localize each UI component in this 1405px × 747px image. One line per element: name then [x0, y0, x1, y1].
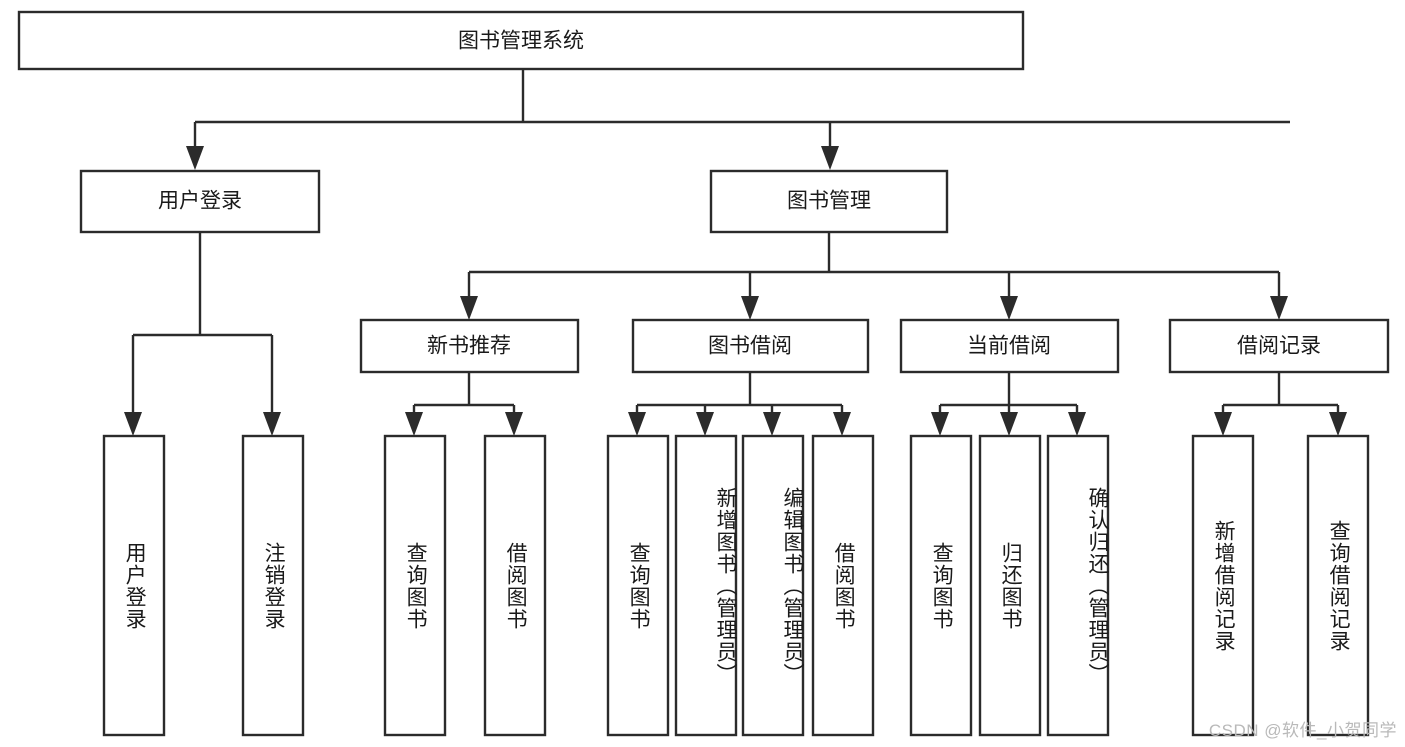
leaf-rect-11[interactable]	[1191, 434, 1255, 737]
connector-user-login-to-leaves	[124, 232, 281, 436]
leaf-rect-1[interactable]	[241, 434, 305, 737]
connector-book-mgmt-to-level3	[460, 232, 1288, 320]
node-current-borrow[interactable]: 当前借阅	[899, 318, 1120, 374]
leaf-rect-9[interactable]	[978, 434, 1042, 737]
node-book-borrow-label: 图书借阅	[708, 335, 792, 358]
leaf-rect-5[interactable]	[674, 434, 738, 737]
connector-new-book-rec-to-leaves	[405, 372, 523, 436]
leaf-rect-10[interactable]	[1046, 434, 1110, 737]
leaf-rect-3[interactable]	[483, 434, 547, 737]
leaf-rect-12[interactable]	[1306, 434, 1370, 737]
connector-root-to-level2	[186, 69, 1290, 170]
node-borrow-record[interactable]: 借阅记录	[1168, 318, 1390, 374]
node-root[interactable]: 图书管理系统	[17, 10, 1025, 71]
node-new-book-recommend-label: 新书推荐	[427, 335, 511, 358]
leaf-rect-7[interactable]	[811, 434, 875, 737]
leaf-rect-8[interactable]	[909, 434, 973, 737]
leaf-rects	[102, 434, 1370, 737]
connector-current-borrow-to-leaves	[931, 372, 1086, 436]
node-current-borrow-label: 当前借阅	[967, 335, 1051, 358]
node-new-book-recommend[interactable]: 新书推荐	[359, 318, 580, 374]
leaf-rect-2[interactable]	[383, 434, 447, 737]
node-book-management[interactable]: 图书管理	[709, 169, 949, 234]
leaf-rect-4[interactable]	[606, 434, 670, 737]
node-root-label: 图书管理系统	[458, 30, 584, 53]
leaf-rect-0[interactable]	[102, 434, 166, 737]
node-user-login[interactable]: 用户登录	[79, 169, 321, 234]
connector-borrow-record-to-leaves	[1214, 372, 1347, 436]
node-borrow-record-label: 借阅记录	[1237, 335, 1321, 358]
node-user-login-label: 用户登录	[158, 190, 242, 213]
connector-book-borrow-to-leaves	[628, 372, 851, 436]
node-book-management-label: 图书管理	[787, 190, 871, 213]
leaf-rect-6[interactable]	[741, 434, 805, 737]
watermark: CSDN @软件_小贺同学	[1208, 721, 1397, 740]
node-book-borrow[interactable]: 图书借阅	[631, 318, 870, 374]
